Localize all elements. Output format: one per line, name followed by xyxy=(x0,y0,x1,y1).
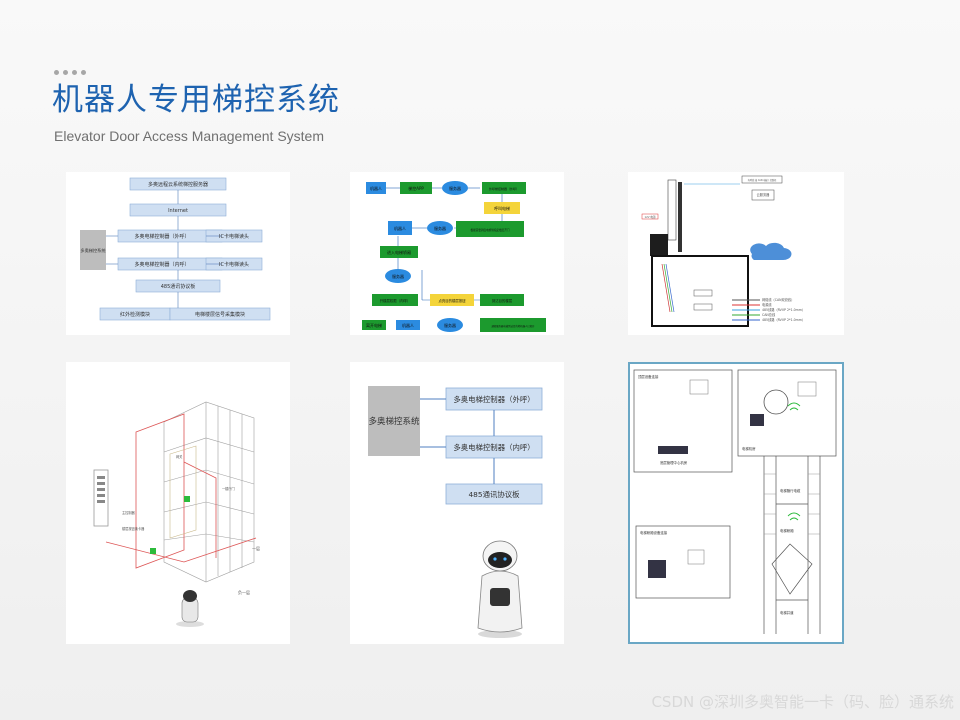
traveling-cable-label: 电梯随行电缆 xyxy=(780,488,801,493)
flow-send-label: 点亮目的楼层按钮 xyxy=(438,298,466,303)
flow-server3-label: 服务器 xyxy=(392,273,404,279)
controller-callout: 主控制器 xyxy=(122,510,136,515)
power-label: 12V 电源 xyxy=(644,215,655,219)
system-topology-panel: 顶层设备连接 电梯机房 底层管理中心机房 电梯随行电缆 电梯轿厢 电梯轿厢设备连… xyxy=(628,362,844,644)
top-floor-label: 顶层设备连接 xyxy=(638,374,659,379)
flow-server2-label: 服务器 xyxy=(434,225,446,231)
legend-network-line: 网络线（CAN双绞线） xyxy=(762,297,794,302)
legend-power-line: 电源线 xyxy=(762,302,772,307)
server-box-label: 多奥远程云系统梯控服务器 xyxy=(148,181,208,188)
hall-door-callout: 一楼厅门 xyxy=(222,486,235,491)
machine-room-label: 电梯机房 xyxy=(742,446,756,451)
first-floor-label: 一层 xyxy=(252,545,260,551)
slide-title: 机器人专用梯控系统 xyxy=(52,82,340,118)
flow-exit-label: 离开电梯 xyxy=(366,322,382,328)
flow-arrive-label: 到达目的楼层 xyxy=(492,298,513,303)
flow-app-label: 梯控APP xyxy=(408,185,424,191)
flow-enter-label: 进入电梯轿厢 xyxy=(387,249,411,255)
flow-server4-label: 服务器 xyxy=(444,322,456,328)
top-link-label: 内呼线 接 CAN 电梯 / 控制柜 xyxy=(748,178,777,182)
outer-controller-label: 多奥电梯控制器（外呼） xyxy=(134,233,189,240)
robot-architecture-panel: 多奥梯控系统 多奥电梯控制器（外呼） 多奥电梯控制器（内呼） 485通讯协议板 xyxy=(350,362,564,644)
legend-485-line-1: 485线路（RVVP 2*1.0mm） xyxy=(762,307,805,312)
flow-robot-label: 机器人 xyxy=(370,185,382,191)
protocol-board-label: 485通讯协议板 xyxy=(468,490,520,499)
flow-server-label: 服务器 xyxy=(449,185,461,191)
robot-flowchart-panel: 机器人 梯控APP 服务器 外呼梯控制器（外呼） 呼叫电梯 机器人 服务器 根据… xyxy=(350,172,564,335)
gateway-callout: 网关 xyxy=(176,454,183,459)
elevator-car-label: 电梯轿厢 xyxy=(780,528,794,533)
architecture-diagram-panel: 多奥远程云系统梯控服务器 Internet 多奥梯控系统 多奥电梯控制器（外呼）… xyxy=(66,172,290,335)
slide-subtitle: Elevator Door Access Management System xyxy=(54,128,325,144)
legend-can-bus: CAN总线 xyxy=(762,312,776,317)
shaft-label: 电梯井道 xyxy=(780,610,794,615)
building-cutaway-panel: 一层 负一层 主控制器 一楼厅门 楼层按钮读卡器 网关 xyxy=(66,362,290,644)
flow-elevator-label: 呼叫电梯 xyxy=(494,205,510,211)
card-reader-label-2: IC卡电梯读头 xyxy=(219,261,249,268)
flow-target-label: 开楼层权限（内呼） xyxy=(380,298,411,303)
decorative-dots xyxy=(54,70,86,75)
flow-schedule-label: 根据需要调度电梯到指定楼层开门 xyxy=(471,228,510,232)
car-devices-label: 电梯轿厢设备连接 xyxy=(640,530,668,535)
flow-robot3-label: 机器人 xyxy=(402,322,414,328)
card-reader-label-1: IC卡电梯读头 xyxy=(219,233,249,240)
flow-robot2-label: 机器人 xyxy=(394,225,406,231)
flow-call-label: 外呼梯控制器（外呼） xyxy=(489,186,519,191)
protocol-board-label: 485通讯协议板 xyxy=(161,283,196,290)
inner-controller-label: 多奥电梯控制器（内呼） xyxy=(453,443,534,452)
outer-controller-label: 多奥电梯控制器（外呼） xyxy=(453,395,534,404)
csdn-watermark: CSDN @深圳多奥智能一卡（码、脸）通系统 xyxy=(651,693,954,711)
basement-label: 负一层 xyxy=(238,589,250,595)
wiring-diagram-panel: 内呼线 接 CAN 电梯 / 控制柜 云服务器 12V 电源 网络线（CAN双绞… xyxy=(628,172,844,335)
robot-illustration xyxy=(477,540,523,638)
legend-485-line-2: 485线路（RVVP 2*1.0mm） xyxy=(762,317,805,322)
management-center-label: 底层管理中心机房 xyxy=(660,460,688,465)
reader-callout: 楼层按钮读卡器 xyxy=(122,526,145,531)
infrared-module-label: 红外检测模块 xyxy=(120,311,150,318)
cloud-server-label: 云服务器 xyxy=(757,192,771,197)
flow-done-label: 通知服务器电梯到达目的地机器人已离开 xyxy=(491,324,535,328)
internet-box-label: Internet xyxy=(168,208,188,214)
floor-signal-module-label: 电梯楼层信号采集模块 xyxy=(195,311,245,318)
system-label: 多奥梯控系统 xyxy=(368,416,420,427)
system-box-label: 多奥梯控系统 xyxy=(80,247,105,254)
inner-controller-label: 多奥电梯控制器（内呼） xyxy=(134,261,189,268)
